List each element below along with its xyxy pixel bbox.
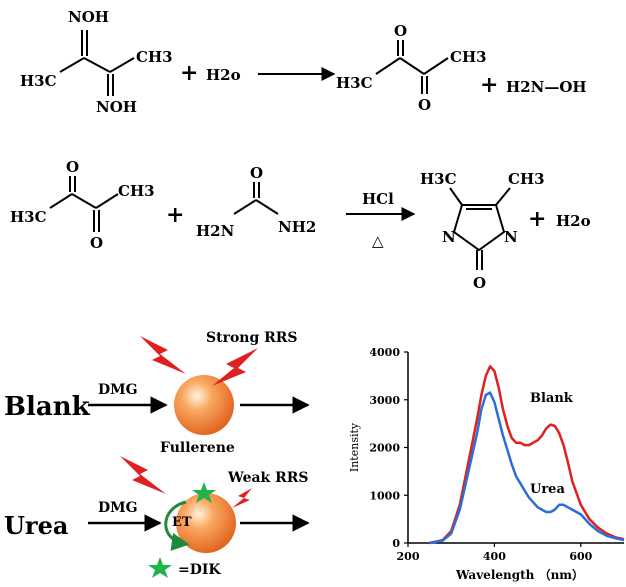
oxygen-label: O [66, 158, 79, 176]
x-tick-label: 600 [569, 550, 592, 563]
fullerene-label: Fullerene [160, 440, 235, 456]
oxime-bottom-label: NOH [96, 98, 137, 116]
water-label: H2o [556, 212, 591, 230]
y-tick-label: 4000 [369, 346, 400, 359]
bond [95, 193, 119, 209]
methyl-label: CH3 [508, 170, 545, 188]
y-tick-label: 0 [392, 537, 400, 550]
strong-rrs-label: Strong RRS [206, 330, 298, 346]
bond [59, 57, 85, 73]
x-tick-label: 400 [483, 550, 506, 563]
methyl-label: H3C [420, 170, 457, 188]
oxygen-label: O [418, 96, 431, 114]
water-label: H2o [206, 66, 241, 84]
series-line-urea [429, 391, 625, 545]
oxime-top-label: NOH [68, 8, 109, 26]
heat-symbol: △ [372, 232, 384, 250]
bond [423, 57, 449, 75]
oxygen-label: O [90, 234, 103, 252]
mechanism-labels: Blank DMG Strong RRS Fullerene Urea DMG … [4, 330, 309, 578]
nitrogen-label: N [504, 228, 518, 246]
bond [375, 57, 401, 75]
bond [109, 57, 135, 73]
plus-sign: + [480, 72, 498, 98]
energy-transfer-arrow [164, 500, 190, 551]
y-tick-label: 1000 [369, 489, 400, 502]
bond [255, 199, 279, 215]
reaction-2 [49, 176, 511, 270]
bond [83, 57, 111, 73]
y-tick-label: 2000 [369, 442, 400, 455]
mechanism-panel [88, 336, 310, 578]
oxygen-label: O [394, 22, 407, 40]
reaction-1 [59, 30, 449, 96]
bond [233, 199, 257, 215]
hydroxylamine-label: H2N—OH [506, 78, 587, 96]
plus-sign: + [166, 202, 184, 228]
bond [49, 193, 73, 209]
methyl-label: CH3 [136, 48, 173, 66]
fullerene-sphere [176, 493, 236, 553]
plus-sign: + [528, 206, 546, 232]
catalyst-label: HCl [362, 190, 394, 208]
bond [449, 187, 463, 206]
oxygen-label: O [250, 164, 263, 182]
chart-series [429, 365, 625, 545]
plus-sign: + [180, 60, 198, 86]
amine-label: NH2 [278, 218, 316, 236]
et-label: ET [172, 515, 192, 530]
fullerene-sphere [174, 375, 234, 435]
lightning-icon [212, 348, 258, 386]
methyl-label: CH3 [450, 48, 487, 66]
methyl-label: CH3 [118, 182, 155, 200]
dik-legend-label: =DIK [178, 562, 221, 578]
x-axis-label: Wavelength （nm） [455, 567, 584, 582]
bond [495, 187, 511, 206]
methyl-label: H3C [20, 72, 57, 90]
lightning-icon [232, 488, 252, 508]
reagent-label: DMG [98, 500, 138, 516]
imidazolone-ring [452, 204, 506, 252]
bond [71, 193, 97, 209]
amine-label: H2N [196, 222, 235, 240]
chart-axes [404, 351, 624, 547]
oxygen-label: O [473, 274, 486, 292]
reagent-label: DMG [98, 382, 138, 398]
methyl-label: H3C [336, 74, 373, 92]
x-tick-label: 200 [397, 550, 420, 563]
chart-text: 0 1000 2000 3000 4000 200 400 600 BlankUreaWavel… [348, 346, 593, 582]
weak-rrs-label: Weak RRS [227, 470, 309, 486]
reaction-2-labels: H3C CH3 O O + O H2N NH2 HCl △ H3C CH3 N … [10, 158, 591, 292]
reaction-1-labels: NOH NOH H3C CH3 + H2o H3C CH3 O O + H2N—… [20, 8, 587, 116]
blank-label: Blank [4, 392, 91, 422]
nitrogen-label: N [442, 228, 456, 246]
y-axis-label: Intensity [348, 422, 361, 472]
lightning-icon [120, 456, 166, 494]
series-label-blank: Blank [530, 391, 574, 406]
y-tick-label: 3000 [369, 394, 400, 407]
bond [399, 57, 425, 75]
methyl-label: H3C [10, 208, 47, 226]
urea-label: Urea [4, 511, 68, 540]
series-label-urea: Urea [530, 482, 565, 497]
star-icon [148, 557, 172, 578]
series-line-blank [429, 365, 625, 545]
lightning-icon [140, 336, 186, 374]
star-icon [192, 482, 216, 503]
